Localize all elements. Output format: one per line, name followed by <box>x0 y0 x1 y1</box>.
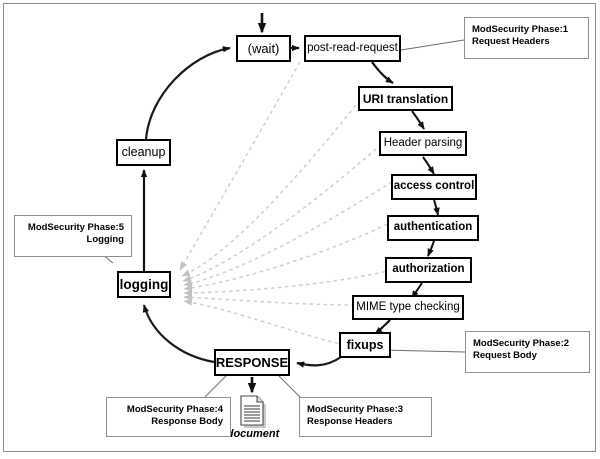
audit-dashed-connectors <box>179 61 401 346</box>
node-mime-type-checking[interactable]: MIME type checking <box>352 295 464 320</box>
node-logging[interactable]: logging <box>117 271 171 298</box>
annotation-phase4-line2: Response Body <box>151 416 223 427</box>
node-uri-translation[interactable]: URI translation <box>358 86 453 111</box>
annotation-phase3-line1: ModSecurity Phase:3 <box>307 404 404 415</box>
annotation-phase3-line2: Response Headers <box>307 416 393 427</box>
connector-prr-to-uri <box>371 61 394 84</box>
node-access-control-label: access control <box>393 180 475 193</box>
node-authorization-label: authorization <box>392 263 465 276</box>
node-cleanup-label: cleanup <box>121 145 166 160</box>
connector-uri-to-header <box>411 110 425 130</box>
node-header-parsing-label: Header parsing <box>383 136 463 149</box>
connector-cleanup-to-wait <box>144 46 231 140</box>
connector-access-to-authn <box>433 199 440 216</box>
annotation-phase5: ModSecurity Phase:5 Logging <box>14 215 132 257</box>
annotation-phase2: ModSecurity Phase:2 Request Body <box>465 331 590 373</box>
annotation-phase4: ModSecurity Phase:4 Response Body <box>106 397 231 437</box>
node-post-read-request-label: post-read-request <box>307 41 398 54</box>
node-wait-label: (wait) <box>247 41 280 56</box>
annotation-phase1-line2: Request Headers <box>472 36 550 47</box>
connector-fixups-to-response <box>296 356 342 368</box>
annotation-phase1-line1: ModSecurity Phase:1 <box>472 24 569 35</box>
node-mime-type-checking-label: MIME type checking <box>356 300 460 313</box>
annotation-phase2-line1: ModSecurity Phase:2 <box>473 338 570 349</box>
node-response-label: RESPONSE <box>215 355 289 370</box>
node-authentication[interactable]: authentication <box>387 215 479 241</box>
node-cleanup[interactable]: cleanup <box>116 139 171 166</box>
annotation-phase5-line1: ModSecurity Phase:5 <box>27 222 124 233</box>
annotation-phase2-line2: Request Body <box>473 350 537 361</box>
node-header-parsing[interactable]: Header parsing <box>379 131 467 156</box>
node-fixups-label: fixups <box>346 337 384 352</box>
connector-response-to-logging <box>142 304 215 364</box>
annotation-phase4-line1: ModSecurity Phase:4 <box>126 404 223 415</box>
connector-authn-to-authz <box>427 240 435 257</box>
node-authorization[interactable]: authorization <box>385 257 472 283</box>
connector-header-to-access <box>422 156 435 175</box>
document-icon <box>237 394 269 430</box>
node-post-read-request[interactable]: post-read-request <box>304 35 401 62</box>
node-fixups[interactable]: fixups <box>339 332 391 358</box>
node-access-control[interactable]: access control <box>391 174 477 200</box>
node-logging-label: logging <box>119 276 169 292</box>
node-authentication-label: authentication <box>393 221 473 234</box>
node-response[interactable]: RESPONSE <box>214 349 290 376</box>
node-wait[interactable]: (wait) <box>236 35 291 62</box>
annotation-phase3: ModSecurity Phase:3 Response Headers <box>299 397 432 437</box>
document-icon-caption: document <box>226 428 280 440</box>
annotation-phase5-line2: Logging <box>86 234 124 245</box>
annotation-phase1: ModSecurity Phase:1 Request Headers <box>464 17 589 59</box>
node-uri-translation-label: URI translation <box>362 91 449 106</box>
